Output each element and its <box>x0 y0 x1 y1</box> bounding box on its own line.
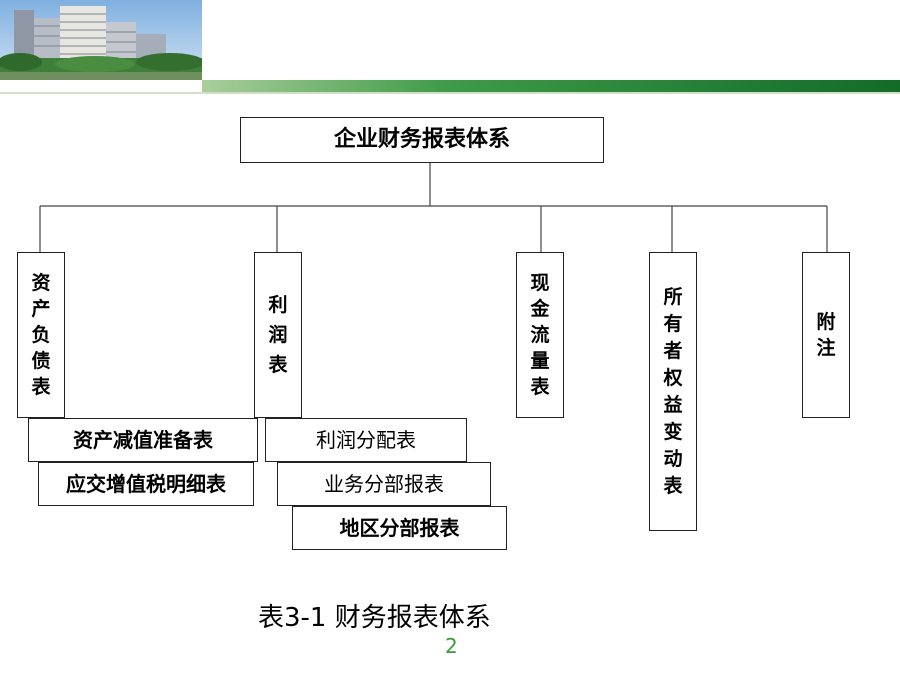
node-asset-impairment: 资产减值准备表 <box>28 418 258 462</box>
node-regional-report: 地区分部报表 <box>292 506 507 550</box>
node-equity-changes: 所有者权益变动表 <box>649 252 697 531</box>
node-segment-report: 业务分部报表 <box>277 462 491 506</box>
page-number: 2 <box>445 634 458 658</box>
node-balance-sheet: 资产负债表 <box>17 252 65 418</box>
header-divider <box>0 92 900 94</box>
node-income-statement: 利润表 <box>254 252 302 418</box>
root-node: 企业财务报表体系 <box>240 117 604 163</box>
header-green-bar <box>202 80 900 92</box>
node-profit-distribution: 利润分配表 <box>265 418 467 462</box>
node-notes: 附注 <box>802 252 850 418</box>
node-vat-detail: 应交增值税明细表 <box>38 462 254 506</box>
figure-caption: 表3-1 财务报表体系 <box>258 603 491 633</box>
node-cash-flow: 现金流量表 <box>516 252 564 418</box>
header-building-photo <box>0 0 202 80</box>
